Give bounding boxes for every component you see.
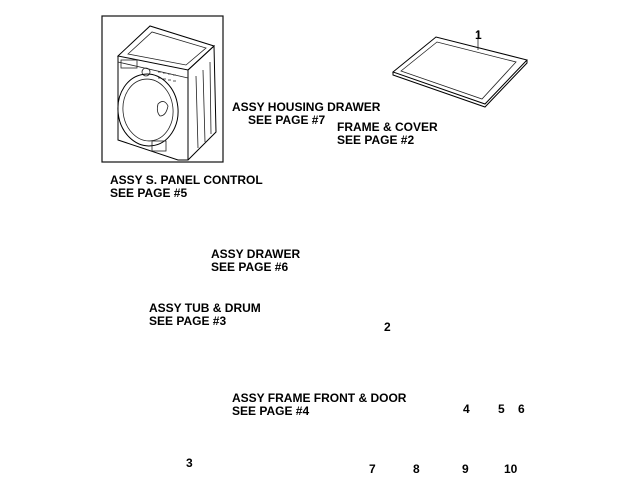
callout-housing-drawer: ASSY HOUSING DRAWER SEE PAGE #7 (232, 101, 380, 127)
part-number-10: 10 (504, 462, 518, 476)
part-number-6: 6 (518, 402, 525, 416)
callout-frame-front-door-title: ASSY FRAME FRONT & DOOR (232, 391, 407, 405)
part-number-4: 4 (463, 402, 470, 416)
callout-drawer-title: ASSY DRAWER (211, 247, 301, 261)
washer-overview-inset (101, 15, 224, 163)
callout-tub-drum-page: SEE PAGE #3 (149, 314, 227, 328)
top-cover-part (391, 30, 528, 108)
callout-panel-control-page: SEE PAGE #5 (110, 186, 188, 200)
callout-frame-cover-title: FRAME & COVER (337, 120, 438, 134)
callout-housing-drawer-page: SEE PAGE #7 (248, 113, 326, 127)
callout-drawer-page: SEE PAGE #6 (211, 260, 289, 274)
callout-drawer: ASSY DRAWER SEE PAGE #6 (211, 248, 300, 274)
callout-housing-drawer-title: ASSY HOUSING DRAWER (232, 100, 381, 114)
part-number-2: 2 (384, 320, 391, 334)
overview-frame (101, 15, 224, 163)
callout-tub-drum-title: ASSY TUB & DRUM (149, 301, 261, 315)
part-number-7: 7 (369, 462, 376, 476)
callout-panel-control-title: ASSY S. PANEL CONTROL (110, 173, 263, 187)
callout-panel-control: ASSY S. PANEL CONTROL SEE PAGE #5 (110, 174, 263, 200)
part-number-5: 5 (498, 402, 505, 416)
callout-frame-front-door-page: SEE PAGE #4 (232, 404, 310, 418)
part-number-1: 1 (475, 28, 482, 42)
callout-frame-front-door: ASSY FRAME FRONT & DOOR SEE PAGE #4 (232, 392, 406, 418)
part-number-3: 3 (186, 456, 193, 470)
callout-frame-cover-page: SEE PAGE #2 (337, 133, 415, 147)
callout-frame-cover: FRAME & COVER SEE PAGE #2 (337, 121, 438, 147)
part-number-8: 8 (413, 462, 420, 476)
callout-tub-drum: ASSY TUB & DRUM SEE PAGE #3 (149, 302, 261, 328)
part-number-9: 9 (462, 462, 469, 476)
